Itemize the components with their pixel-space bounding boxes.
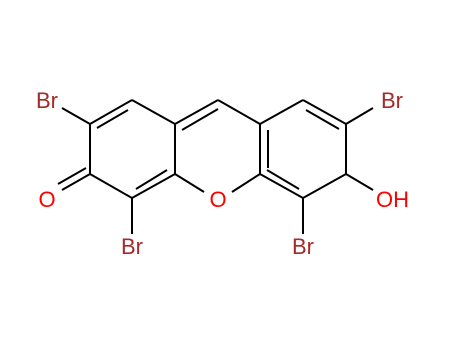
bond bbox=[217, 99, 261, 125]
bond bbox=[266, 169, 300, 190]
ring-oxygen-label: O bbox=[209, 187, 226, 212]
bond bbox=[89, 173, 133, 199]
bond bbox=[305, 109, 340, 130]
bond bbox=[259, 99, 304, 125]
ketone-oxygen-label: O bbox=[38, 187, 55, 212]
hydroxyl-label: OH bbox=[376, 187, 409, 212]
bond bbox=[302, 99, 347, 125]
bond bbox=[135, 169, 168, 190]
bromine-label-top-right: Br bbox=[381, 88, 403, 113]
bond bbox=[96, 109, 129, 129]
bond bbox=[345, 107, 374, 125]
bond bbox=[174, 173, 205, 193]
bond bbox=[89, 99, 133, 125]
bond bbox=[61, 107, 91, 125]
bond bbox=[259, 173, 304, 199]
bromine-label-top-left: Br bbox=[36, 88, 58, 113]
bromine-label-bottom-left: Br bbox=[121, 234, 143, 259]
bond bbox=[61, 173, 91, 191]
bond bbox=[57, 167, 87, 185]
bromine-label-bottom-right: Br bbox=[292, 234, 314, 259]
bond bbox=[131, 99, 176, 125]
bond bbox=[174, 99, 219, 125]
bond bbox=[302, 173, 347, 199]
bond bbox=[231, 173, 261, 193]
bond bbox=[345, 173, 374, 191]
bond bbox=[131, 173, 176, 199]
bond bbox=[181, 108, 219, 131]
